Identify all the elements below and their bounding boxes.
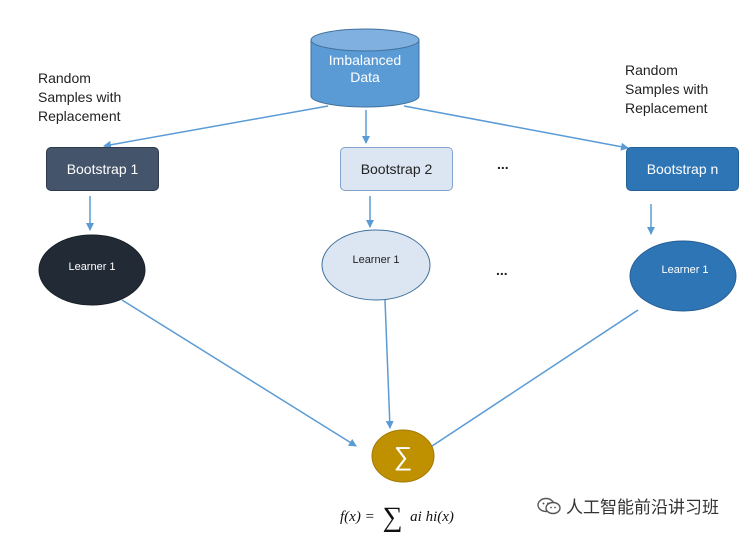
aggregator-symbol: ∑ — [393, 440, 413, 471]
bootstrap-2-label: Bootstrap 2 — [360, 161, 433, 177]
left-note-line2: Samples with — [38, 89, 122, 105]
right-sampling-note: Random Samples with Replacement — [625, 61, 708, 118]
right-note-line2: Samples with — [625, 81, 709, 97]
arrow-db-to-bootstrap-n — [403, 105, 629, 151]
database-label: Imbalanced Data — [310, 52, 420, 86]
formula-sum-symbol: ∑ — [382, 502, 403, 533]
database-label-line2: Data — [350, 69, 380, 85]
bootstrap-1-label: Bootstrap 1 — [66, 161, 139, 177]
learner-2-label: Learner 1 — [352, 254, 400, 266]
formula-lhs: f(x) = — [340, 509, 375, 525]
database-label-line1: Imbalanced — [328, 52, 402, 68]
left-note-line1: Random — [38, 70, 91, 86]
bootstrap-1-box: Bootstrap 1 — [46, 147, 159, 191]
aggregator-node — [371, 429, 435, 483]
arrow-db-to-bootstrap-1 — [103, 105, 329, 149]
arrow-learner-1-to-sum — [121, 299, 357, 447]
learner-node-1 — [38, 234, 146, 306]
bootstrap-n-label: Bootstrap n — [646, 161, 719, 177]
arrow-learner-n-to-sum — [422, 309, 639, 453]
learner-node-n — [629, 240, 737, 312]
formula-rhs: ai hi(x) — [410, 509, 454, 525]
bootstrap-n-box: Bootstrap n — [626, 147, 739, 191]
database-cylinder — [310, 28, 420, 108]
arrow-learner-2-to-sum — [384, 299, 394, 429]
right-note-line1: Random — [625, 62, 678, 78]
right-note-line3: Replacement — [625, 100, 708, 116]
watermark-text: 人工智能前沿讲习班 — [566, 498, 719, 517]
ellipsis-learners: ... — [496, 262, 508, 278]
learner-node-2 — [321, 229, 431, 301]
learner-1-label: Learner 1 — [68, 261, 116, 273]
left-sampling-note: Random Samples with Replacement — [38, 69, 121, 126]
wechat-icon — [537, 497, 561, 514]
left-note-line3: Replacement — [38, 108, 121, 124]
learner-n-label: Learner 1 — [661, 264, 709, 276]
bootstrap-2-box: Bootstrap 2 — [340, 147, 453, 191]
watermark: 人工智能前沿讲习班 — [536, 493, 719, 518]
ellipsis-bootstraps: ... — [497, 156, 509, 172]
ensemble-formula: f(x) = ∑ ai hi(x) — [340, 497, 454, 533]
